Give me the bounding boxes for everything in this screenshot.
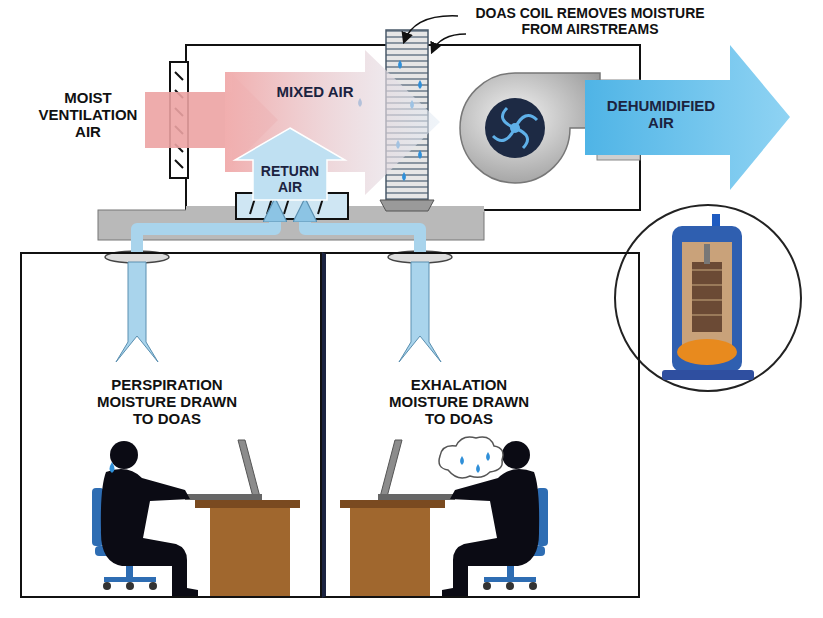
compressor-inset	[672, 226, 742, 372]
blower-fan	[485, 98, 545, 158]
compressor-inset	[692, 270, 722, 315]
callout-arrow	[404, 16, 466, 52]
compressor-inset	[704, 244, 710, 264]
node-text: EXHALATION MOISTURE DRAWN TO DOAS	[384, 377, 534, 427]
desk	[195, 500, 300, 508]
person-silhouette	[101, 469, 198, 597]
person-silhouette	[101, 441, 198, 597]
room-box: EXHALATION MOISTURE DRAWN TO DOAS	[322, 252, 640, 598]
callout-label: DOAS COIL REMOVES MOISTURE FROM AIRSTREA…	[470, 6, 710, 37]
return-duct	[305, 222, 420, 252]
office-worker	[92, 440, 300, 597]
water-droplet	[398, 60, 402, 69]
water-droplet	[402, 172, 406, 181]
callout-arrow	[432, 34, 466, 52]
compressor-inset	[615, 205, 801, 391]
compressor-inset	[662, 370, 754, 380]
office-chair	[126, 582, 134, 590]
blower-fan	[493, 108, 537, 148]
blower-fan	[460, 73, 600, 183]
breath-cloud	[439, 437, 503, 478]
office-chair	[149, 582, 157, 590]
laptop	[185, 440, 262, 500]
return-duct	[137, 222, 275, 252]
air-stream-arrow: RETURN AIR	[235, 128, 345, 200]
room-box: PERSPIRATION MOISTURE DRAWN TO DOAS	[20, 252, 322, 598]
air-stream-arrow: DEHUMIDIFIED AIR	[585, 45, 790, 190]
desk	[210, 508, 290, 596]
breath-cloud	[476, 464, 480, 473]
arrow-shape	[585, 45, 790, 190]
sweat-droplet	[110, 462, 115, 473]
callout-label: MOIST VENTILATION AIR	[38, 90, 138, 140]
water-droplet	[418, 150, 422, 159]
compressor-inset	[692, 262, 722, 332]
node-text: PERSPIRATION MOISTURE DRAWN TO DOAS	[97, 377, 237, 427]
blower-fan	[460, 73, 600, 183]
air-draw-arrow	[116, 262, 158, 362]
breath-cloud	[486, 452, 490, 461]
laptop	[238, 440, 260, 497]
callout-arrow	[404, 16, 458, 42]
office-chair	[103, 582, 111, 590]
blower-fan	[510, 123, 520, 133]
cooling-coil	[380, 200, 434, 211]
node-text: RETURN AIR	[253, 164, 327, 195]
laptop	[185, 494, 262, 500]
compressor-inset	[677, 339, 737, 365]
desk	[195, 500, 300, 596]
breath-cloud	[460, 452, 490, 473]
air-draw-arrow	[399, 262, 441, 362]
node-text: DEHUMIDIFIED AIR	[595, 98, 727, 132]
air-draw-arrow	[116, 262, 441, 362]
water-droplet	[418, 80, 422, 89]
arrow-outline	[585, 45, 790, 190]
node-text: MIXED AIR	[265, 84, 365, 101]
breath-cloud	[439, 437, 503, 478]
compressor-inset	[615, 205, 801, 391]
arrow-outline	[235, 128, 345, 200]
breath-cloud	[460, 456, 464, 465]
office-chair	[104, 577, 156, 582]
person-silhouette	[110, 441, 138, 469]
